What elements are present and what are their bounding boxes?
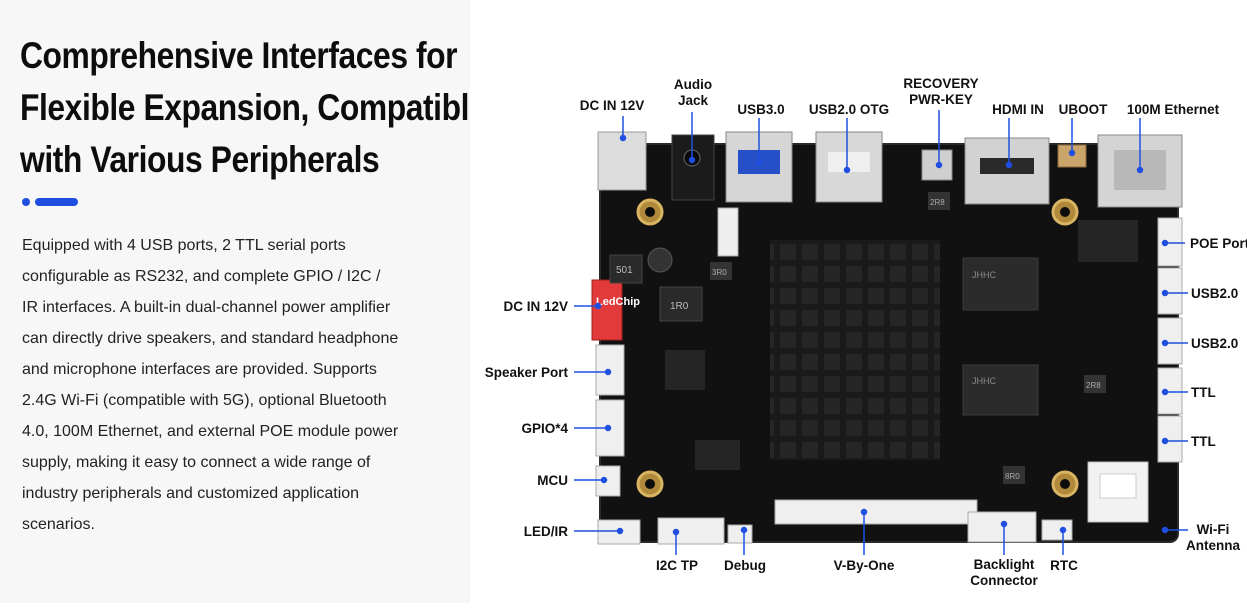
label-i2c-tp: I2C TP bbox=[655, 558, 699, 573]
text-panel: Comprehensive Interfaces for Flexible Ex… bbox=[0, 0, 487, 603]
audio-jack-shape bbox=[671, 134, 715, 201]
board-illustration: JHHC JHHC bbox=[574, 110, 1188, 555]
description-line: 2.4G Wi-Fi (compatible with 5G), optiona… bbox=[22, 392, 387, 409]
label-usb2-1: USB2.0 bbox=[1191, 286, 1239, 301]
label-dc-in-top: DC IN 12V bbox=[579, 98, 645, 113]
label-led-ir: LED/IR bbox=[523, 524, 568, 539]
headline-line: Flexible Expansion, Compatible bbox=[20, 87, 487, 128]
description-line: Equipped with 4 USB ports, 2 TTL serial … bbox=[22, 237, 346, 254]
dc-jack-top bbox=[597, 131, 647, 191]
label-debug: Debug bbox=[724, 558, 766, 573]
callout-lines bbox=[574, 110, 1188, 555]
description-line: supply, making it easy to connect a wide… bbox=[22, 454, 371, 471]
board-diagram: JHHC JHHC bbox=[470, 0, 1247, 603]
inductor-mark: 501 bbox=[616, 265, 633, 276]
label-poe-port: POE Port bbox=[1190, 236, 1247, 251]
memory-chip bbox=[962, 257, 1039, 311]
description-line: configurable as RS232, and complete GPIO… bbox=[22, 268, 381, 285]
label-dc-in-left: DC IN 12V bbox=[503, 299, 568, 314]
description-line: IR interfaces. A built-in dual-channel p… bbox=[22, 299, 391, 316]
chip-mark: JHHC bbox=[972, 270, 996, 280]
label-hdmi-in: HDMI IN bbox=[992, 102, 1044, 117]
label-mcu: MCU bbox=[537, 473, 568, 488]
headline: Comprehensive Interfaces for Flexible Ex… bbox=[20, 30, 487, 186]
description-line: can directly drive speakers, and standar… bbox=[22, 330, 399, 347]
svg-text:2R8: 2R8 bbox=[930, 198, 945, 207]
svg-text:8R0: 8R0 bbox=[1005, 472, 1020, 481]
label-rtc: RTC bbox=[1050, 558, 1078, 573]
label-uboot: UBOOT bbox=[1058, 102, 1108, 117]
headline-line: with Various Peripherals bbox=[20, 139, 380, 180]
label-usb2-otg: USB2.0 OTG bbox=[808, 102, 890, 117]
label-ethernet: 100M Ethernet bbox=[1126, 102, 1220, 117]
description-line: and microphone interfaces are provided. … bbox=[22, 361, 377, 378]
description-line: scenarios. bbox=[22, 516, 95, 533]
label-speaker-port: Speaker Port bbox=[484, 365, 568, 380]
heatsink bbox=[770, 240, 940, 460]
memory-chip bbox=[962, 364, 1039, 416]
label-gpio: GPIO*4 bbox=[521, 421, 568, 436]
chip-mark: JHHC bbox=[972, 376, 996, 386]
right-connectors bbox=[1157, 217, 1183, 463]
inductor-mark: 1R0 bbox=[670, 301, 689, 312]
description: Equipped with 4 USB ports, 2 TTL serial … bbox=[22, 230, 402, 540]
svg-text:2R8: 2R8 bbox=[1086, 381, 1101, 390]
description-line: industry peripherals and customized appl… bbox=[22, 485, 360, 502]
description-line: 4.0, 100M Ethernet, and external POE mod… bbox=[22, 423, 399, 440]
label-usb2-2: USB2.0 bbox=[1191, 336, 1239, 351]
svg-text:3R0: 3R0 bbox=[712, 268, 727, 277]
dc-in-red-connector bbox=[591, 279, 623, 341]
label-ttl-1: TTL bbox=[1191, 385, 1216, 400]
label-v-by-one: V-By-One bbox=[833, 558, 895, 573]
brand-watermark: LedChip bbox=[596, 296, 640, 308]
usb-otg-shape bbox=[815, 131, 883, 203]
label-ttl-2: TTL bbox=[1191, 434, 1216, 449]
bottom-connectors bbox=[597, 499, 1073, 545]
headline-line: Comprehensive Interfaces for bbox=[20, 35, 458, 76]
label-usb3: USB3.0 bbox=[737, 102, 785, 117]
left-connectors bbox=[595, 344, 625, 497]
